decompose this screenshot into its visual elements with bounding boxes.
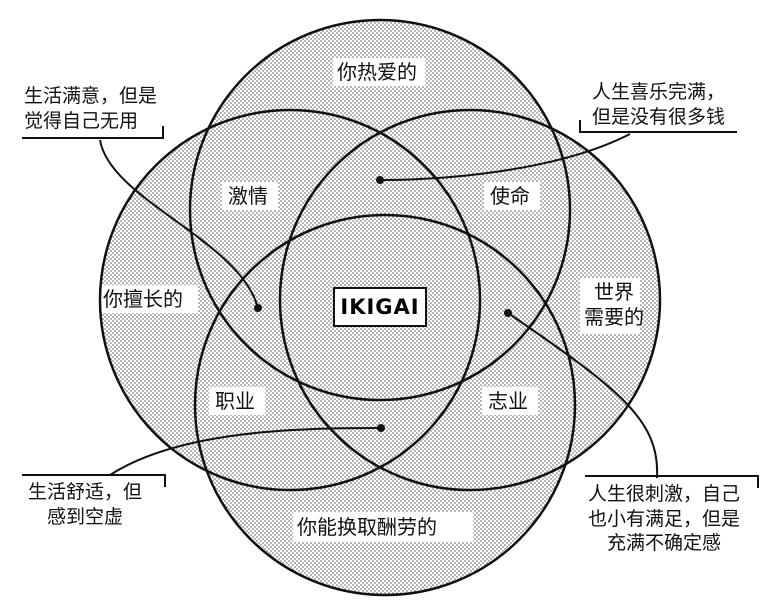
callout-dots bbox=[254, 176, 512, 432]
ikigai-center-label: IKIGAI bbox=[340, 295, 420, 319]
callout-bottom-left-leader bbox=[109, 427, 382, 476]
callout-bottom-left: 生活舒适，但 感到空虚 bbox=[28, 480, 142, 529]
callout-top-right-line-2: 但是没有很多钱 bbox=[592, 105, 726, 128]
callout-top-right-leader bbox=[379, 133, 631, 181]
callout-bottom-right-leader bbox=[507, 312, 659, 479]
callout-top-left-underline bbox=[22, 126, 164, 139]
callout-bottom-left-line-1: 生活舒适，但 bbox=[28, 481, 143, 503]
label-vocation: 志业 bbox=[488, 389, 528, 413]
label-mission: 使命 bbox=[490, 184, 530, 208]
callout-bottom-left-underline bbox=[22, 474, 166, 487]
callout-top-left-leader bbox=[99, 139, 259, 309]
callout-top-right-line-1: 人生喜乐完满， bbox=[592, 81, 726, 103]
label-love: 你热爱的 bbox=[337, 60, 417, 84]
label-passion: 激情 bbox=[228, 184, 268, 208]
callout-bottom-right-line-1: 人生很刺激，自己 bbox=[588, 483, 741, 505]
dot-bottom-right bbox=[504, 309, 512, 317]
callout-top-right: 人生喜乐完满， 但是没有很多钱 bbox=[592, 80, 725, 129]
callout-top-right-underline bbox=[579, 120, 737, 133]
callout-bottom-right-underline bbox=[585, 475, 759, 488]
callout-top-left-line-2: 觉得自己无用 bbox=[24, 109, 139, 132]
circle-love bbox=[188, 18, 572, 402]
callout-bottom-right: 人生很刺激，自己 也小有满足，但是 充满不确定感 bbox=[588, 482, 740, 556]
callout-top-left-line-1: 生活满意，但是 bbox=[24, 85, 158, 107]
dot-top-left bbox=[254, 304, 262, 312]
label-paid-for: 你能换取酬劳的 bbox=[297, 515, 437, 539]
callout-bottom-left-line-2: 感到空虚 bbox=[47, 505, 124, 528]
circle-paid-for bbox=[193, 213, 577, 597]
circle-good-at bbox=[98, 108, 482, 492]
label-good-at: 你擅长的 bbox=[103, 287, 183, 311]
label-world-needs: 世界 需要的 bbox=[584, 280, 644, 330]
dot-bottom-left bbox=[377, 424, 385, 432]
circle-world-needs bbox=[278, 108, 662, 492]
label-profession: 职业 bbox=[215, 389, 255, 413]
callout-bottom-right-line-2: 也小有满足，但是 bbox=[588, 507, 741, 530]
callout-lines bbox=[22, 120, 759, 488]
label-world-needs-line-2: 需要的 bbox=[584, 305, 644, 329]
dot-top-right bbox=[376, 176, 384, 184]
callout-top-left: 生活满意，但是 觉得自己无用 bbox=[24, 84, 157, 133]
circle-outlines bbox=[98, 18, 662, 597]
circle-fills bbox=[100, 20, 660, 595]
label-world-needs-line-1: 世界 bbox=[594, 280, 634, 304]
callout-bottom-right-line-3: 充满不确定感 bbox=[607, 532, 722, 555]
ikigai-center-box: IKIGAI bbox=[333, 287, 427, 327]
label-halos bbox=[98, 58, 640, 542]
